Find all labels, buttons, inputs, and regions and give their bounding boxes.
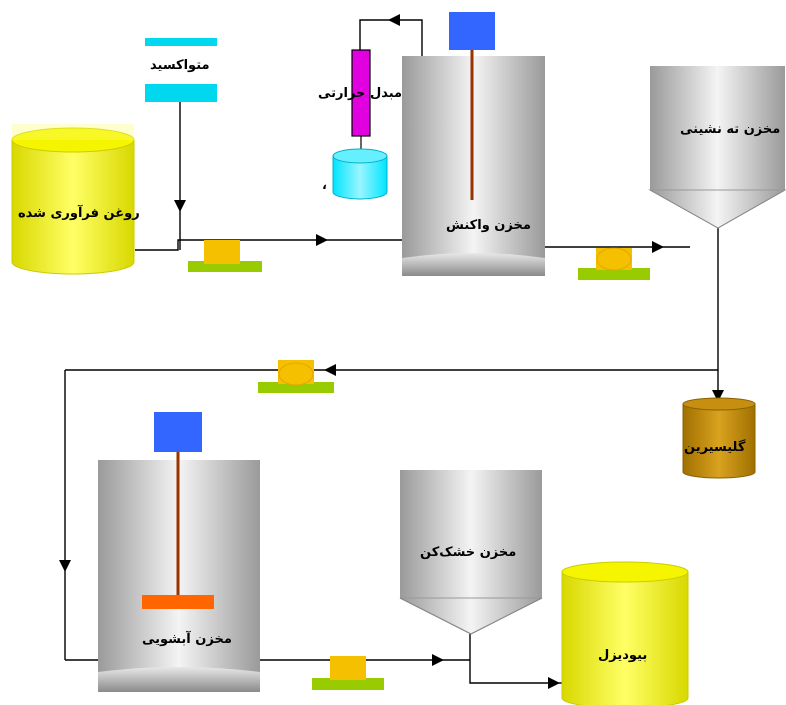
- heat-exchanger-label: مبدل حرارتی: [318, 86, 403, 101]
- oil-tank: [11, 124, 135, 275]
- arrow-return-down: [59, 560, 71, 572]
- washing-tank: [98, 412, 260, 692]
- glycerin-label: گلیسیرین: [684, 440, 746, 455]
- pump-3: [258, 360, 334, 393]
- pump-4: [312, 656, 384, 690]
- dryer-tank: [399, 470, 543, 635]
- coolant-tank: [332, 148, 388, 200]
- glycerin-tank: [682, 397, 756, 479]
- settling-tank: [648, 66, 786, 229]
- methoxide-label: متواکسید: [150, 58, 210, 73]
- arrow-to-settling: [652, 241, 664, 253]
- pump-2: [578, 247, 650, 280]
- settling-tank-label: مخزن ته نشینی: [680, 122, 781, 137]
- arrow-methoxide-down: [174, 200, 186, 212]
- arrow-heat-exchanger: [388, 14, 400, 26]
- reaction-tank: [402, 12, 545, 276]
- arrow-to-glycerin: [712, 390, 724, 402]
- arrow-return-left: [324, 364, 336, 376]
- reaction-tank-label: مخزن واکنش: [446, 218, 531, 233]
- pipe-oil-to-reactor: [135, 239, 402, 251]
- arrow-to-dryer: [432, 654, 444, 666]
- arrow-to-reactor: [316, 234, 328, 246]
- pump-1: [188, 240, 262, 272]
- small-mark-label: ،: [322, 178, 327, 193]
- arrowheads: [59, 14, 724, 689]
- biodiesel-tank: [561, 561, 689, 705]
- biodiesel-label: بیودیزل: [598, 648, 648, 663]
- oil-tank-label: روغن فرآوری شده: [18, 206, 140, 221]
- dryer-tank-label: مخزن خشک‌کن: [420, 545, 517, 560]
- pipe-dryer-to-biodiesel: [469, 632, 562, 684]
- washing-tank-label: مخزن آبشویی: [142, 632, 232, 647]
- arrow-to-biodiesel: [548, 677, 560, 689]
- methoxide-vessel: [145, 38, 217, 102]
- heat-exchanger: [351, 49, 371, 150]
